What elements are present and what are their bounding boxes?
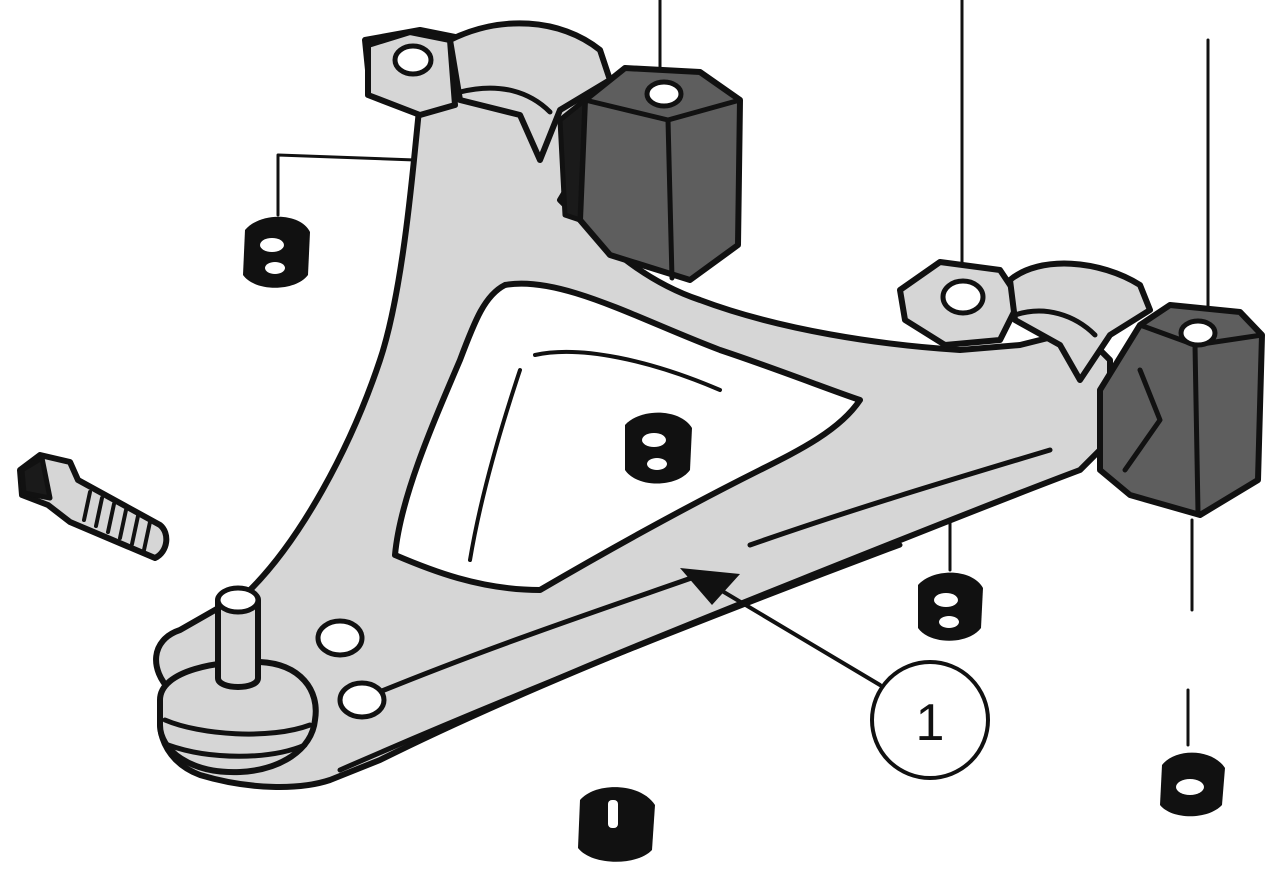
callout-1: 1 — [680, 568, 990, 780]
nuts — [243, 216, 1225, 862]
callout-label: 1 — [916, 694, 945, 752]
front-bushing — [557, 65, 743, 283]
nut — [625, 412, 692, 484]
nut — [918, 572, 983, 641]
nut — [578, 787, 655, 862]
rear-bushing — [1097, 302, 1265, 518]
ball-joint — [157, 585, 319, 776]
mounting-bolt — [17, 452, 170, 561]
leader-lines — [276, 0, 1210, 747]
nut — [1160, 752, 1225, 817]
nut — [243, 216, 310, 288]
